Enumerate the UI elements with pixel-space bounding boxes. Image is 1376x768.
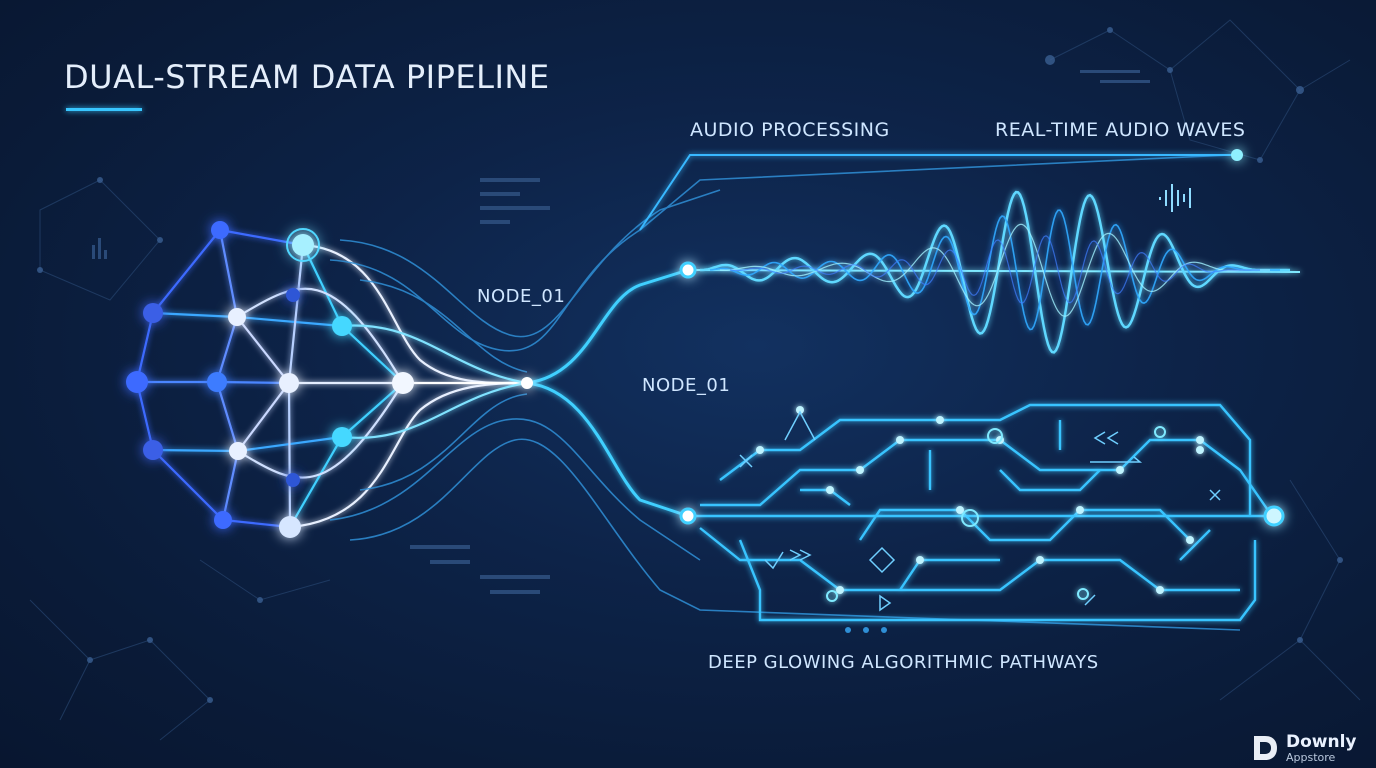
watermark-text: Downly Appstore: [1286, 731, 1357, 764]
neural-network-edges: [135, 228, 528, 529]
watermark-line2: Appstore: [1286, 750, 1336, 764]
title-underline: [66, 108, 142, 111]
label-node-lower: NODE_01: [642, 375, 731, 396]
circuit-board: [688, 403, 1273, 622]
background-dots: [37, 27, 1343, 703]
watermark-line1: Downly: [1286, 731, 1357, 752]
watermark-logo: Downly Appstore: [1250, 733, 1357, 763]
waveform-icon: [1159, 184, 1191, 212]
circuit-nodes: [756, 406, 1204, 602]
lower-stream-path: [526, 381, 689, 518]
upper-stream-path: [526, 154, 1301, 385]
downly-logo-icon: [1254, 736, 1277, 760]
lower-dots: [845, 627, 887, 633]
diagram-title: DUAL-STREAM DATA PIPELINE: [64, 58, 550, 96]
label-algorithmic-pathways: DEEP GLOWING ALGORITHMIC PATHWAYS: [708, 652, 1099, 673]
neural-network-nodes: [126, 221, 533, 538]
background-constellation: [29, 19, 1361, 741]
label-audio-processing: AUDIO PROCESSING: [690, 119, 890, 141]
label-realtime-audio-waves: REAL-TIME AUDIO WAVES: [995, 119, 1246, 141]
endpoint-nodes: [679, 149, 1285, 527]
circuit-glyphs: [739, 410, 1221, 612]
background-dashes: [92, 70, 1150, 594]
label-node-upper: NODE_01: [477, 286, 566, 307]
audio-waveform: [700, 190, 1290, 354]
trunk-lines: [329, 154, 1241, 631]
